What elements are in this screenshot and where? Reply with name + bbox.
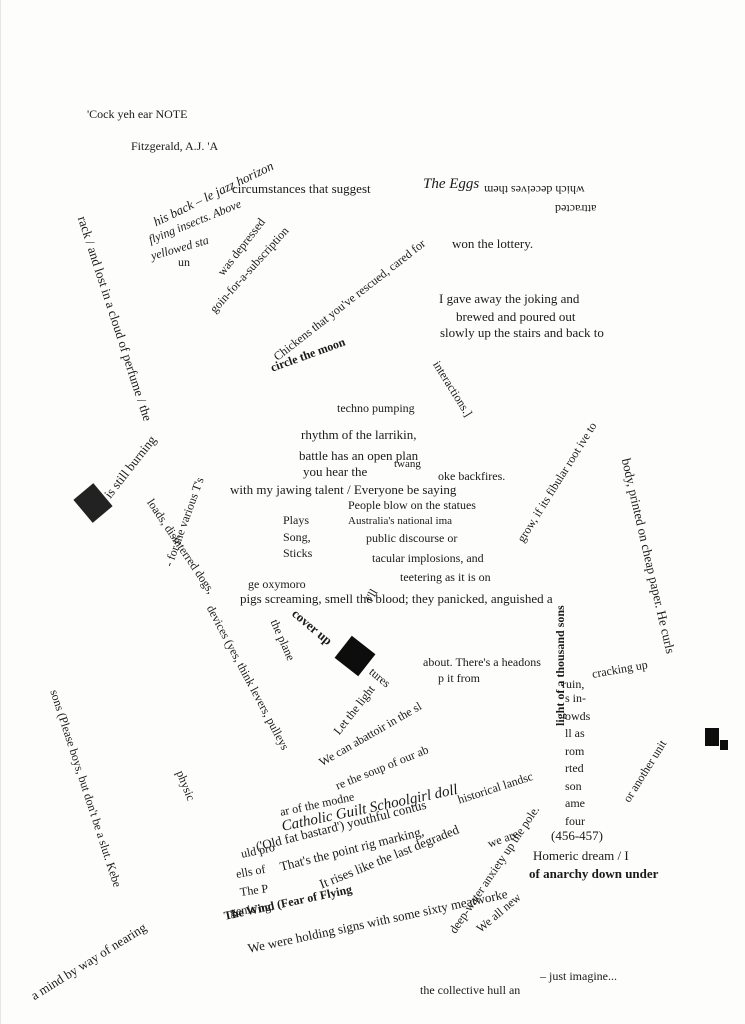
text-fragment: pigs screaming, smell the blood; they pa… (240, 591, 553, 606)
ink-blot (705, 728, 719, 746)
text-fragment: slowly up the stairs and back to (440, 325, 604, 340)
text-fragment: with my jawing talent / Everyone be sayi… (230, 482, 457, 497)
text-fragment: Sticks (283, 546, 313, 560)
text-fragment: you hear the (303, 464, 368, 479)
text-fragment: the collective hull an (420, 983, 521, 997)
text-fragment: Song, (283, 530, 311, 544)
text-fragment: brewed and poured out (456, 309, 576, 324)
text-fragment: Australia's national ima (348, 515, 453, 527)
text-fragment: owds (565, 709, 591, 723)
text-fragment: of anarchy down under (529, 866, 659, 881)
text-fragment: rhythm of the larrikin, (301, 427, 417, 442)
text-fragment: attracted (555, 202, 597, 216)
text-fragment: Plays (283, 513, 310, 527)
text-fragment: rted (565, 761, 584, 775)
text-fragment: ll as (565, 726, 585, 740)
text-fragment: which deceives them (484, 183, 585, 197)
text-fragment: Homeric dream / I (533, 848, 629, 863)
text-fragment: son (565, 779, 582, 793)
text-fragment: about. There's a headons (423, 655, 541, 669)
text-fragment: techno pumping (337, 401, 415, 415)
text-fragment: teetering as it is on (400, 570, 491, 584)
text-fragment: – just imagine... (540, 969, 617, 983)
text-fragment: four (565, 814, 585, 828)
text-fragment: tacular implosions, and (372, 551, 484, 565)
text-fragment: ame (565, 796, 585, 810)
text-fragment: (456-457) (551, 828, 603, 843)
text-fragment: ruin, (562, 677, 585, 691)
text-fragment: I gave away the joking and (439, 291, 580, 306)
text-fragment: twang (394, 458, 421, 470)
text-fragment: un (178, 255, 190, 269)
text-fragment: rom (565, 744, 585, 758)
text-fragment: The Eggs (423, 176, 480, 192)
text-fragment: p it from (438, 671, 480, 685)
text-fragment: light of a thousand sons (553, 605, 567, 726)
ink-blot (720, 740, 728, 750)
text-fragment: ge oxymoro (248, 577, 306, 591)
text-fragment: People blow on the statues (348, 498, 476, 512)
text-fragment: 'Cock yeh ear NOTE (87, 107, 188, 121)
text-fragment: won the lottery. (452, 236, 534, 251)
text-fragment: public discourse or (366, 531, 458, 545)
text-fragment: s in- (565, 691, 586, 705)
text-fragment: circumstances that suggest (232, 181, 371, 196)
text-fragment: Fitzgerald, A.J. 'A (131, 139, 219, 153)
text-fragment: battle has an open plan (299, 448, 419, 463)
text-fragment: oke backfires. (438, 469, 506, 483)
text-fragment: The P (239, 881, 270, 899)
